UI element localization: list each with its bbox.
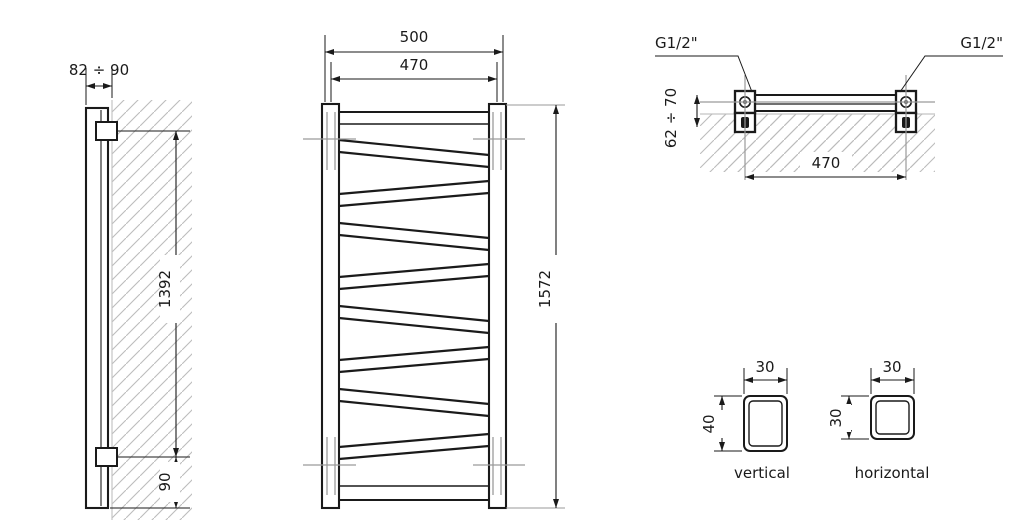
profile-horizontal-caption: horizontal — [855, 464, 930, 482]
dimension-lower-offset-label: 90 — [156, 472, 174, 491]
dimension-bracket-width-label: 470 — [400, 56, 429, 74]
dimension-bracket-width: 470 — [330, 56, 498, 102]
dimension-connection-span-label: 470 — [812, 154, 841, 172]
top-view: G1/2" G1/2" 62 ÷ 70 470 — [655, 34, 1003, 180]
profile-horizontal-width-dim: 30 — [870, 358, 915, 394]
front-view: 500 470 1572 — [303, 28, 565, 510]
callout-left-connection: G1/2" — [655, 34, 753, 93]
side-view-radiator-body — [84, 106, 110, 510]
profile-horizontal: 30 30 horizontal — [827, 358, 929, 482]
callout-right-connection-label: G1/2" — [960, 34, 1003, 52]
front-view-rungs-top — [339, 111, 489, 125]
front-view-rail-left — [320, 102, 341, 510]
front-view-rail-right — [487, 102, 508, 510]
dimension-wall-offset-label: 62 ÷ 70 — [662, 88, 680, 148]
callout-right-connection: G1/2" — [899, 34, 1003, 93]
dimension-overall-height: 1572 — [506, 104, 565, 509]
profile-vertical: 30 40 vertical — [700, 358, 790, 482]
dimension-depth-label: 82 ÷ 90 — [69, 61, 129, 79]
dimension-wall-offset: 62 ÷ 70 — [662, 88, 700, 148]
side-view-bracket-upper — [95, 121, 118, 141]
top-view-centerlines — [700, 75, 935, 180]
profile-horizontal-width-label: 30 — [882, 358, 901, 376]
profile-vertical-height-label: 40 — [700, 414, 718, 433]
profile-vertical-caption: vertical — [734, 464, 790, 482]
profile-horizontal-height-dim: 30 — [827, 395, 869, 440]
dimension-bracket-span: 1392 — [156, 131, 180, 457]
dimension-lower-offset: 90 — [156, 457, 180, 508]
callout-left-connection-label: G1/2" — [655, 34, 698, 52]
front-view-rungs-bottom — [339, 485, 489, 501]
profile-vertical-width-label: 30 — [755, 358, 774, 376]
front-view-rungs-zigzag — [338, 138, 490, 461]
front-view-centerline-lower — [303, 437, 525, 495]
dimension-connection-span: 470 — [745, 152, 906, 180]
dimension-overall-width-label: 500 — [400, 28, 429, 46]
dimension-bracket-span-label: 1392 — [156, 270, 174, 308]
profile-horizontal-height-label: 30 — [827, 408, 845, 427]
profile-vertical-width-dim: 30 — [743, 358, 788, 394]
side-view-bracket-lower — [95, 447, 118, 467]
top-view-radiator-bar — [745, 94, 906, 112]
dimension-depth: 82 ÷ 90 — [69, 61, 129, 105]
dimension-overall-width: 500 — [324, 28, 504, 102]
dimension-overall-height-label: 1572 — [536, 270, 554, 308]
side-view: 82 ÷ 90 1392 90 — [69, 61, 192, 520]
front-view-centerline-upper — [303, 112, 525, 170]
profile-vertical-height-dim: 40 — [700, 395, 742, 452]
